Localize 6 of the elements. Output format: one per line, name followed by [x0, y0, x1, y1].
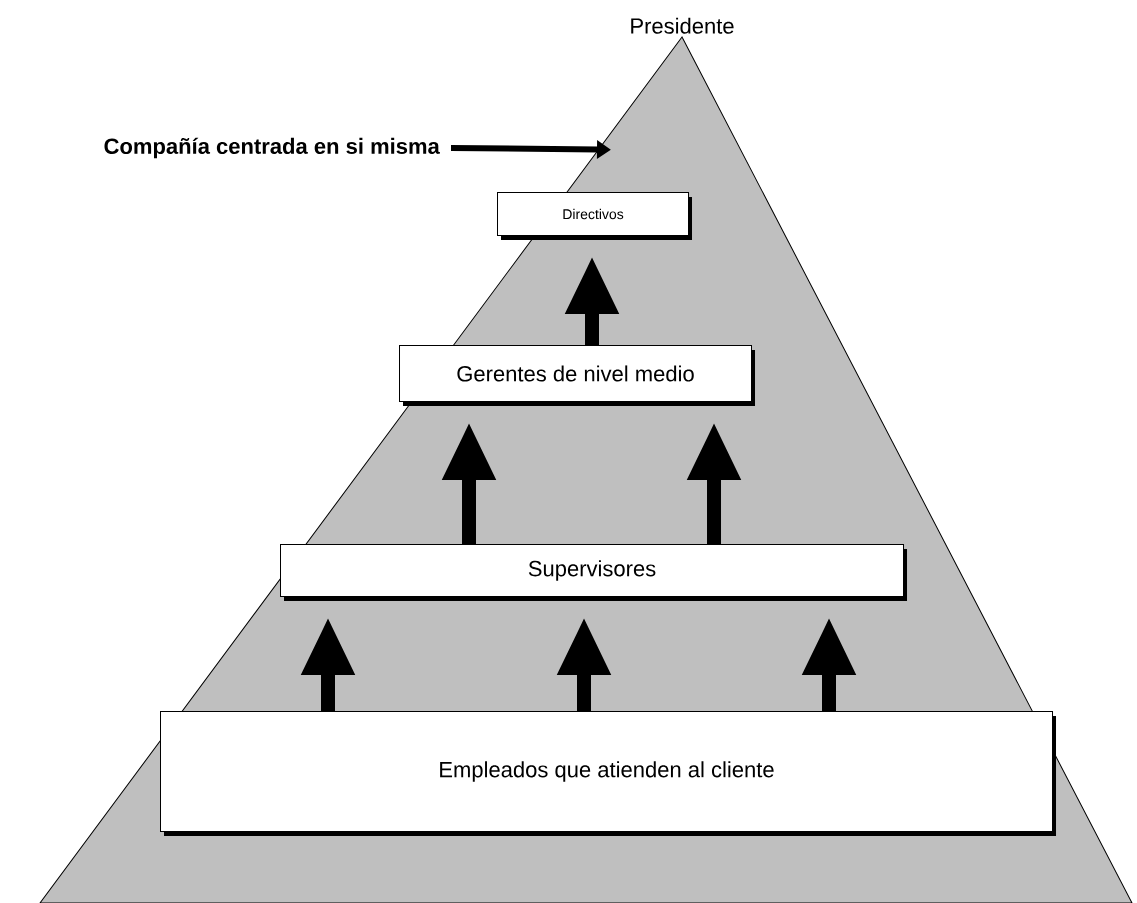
level-box: Empleados que atienden al cliente [160, 711, 1056, 836]
pyramid-label: Presidente [631, 17, 734, 34]
level-box: Directivos [497, 192, 692, 240]
level-box: Supervisores [280, 544, 907, 601]
side-label: Compañía centrada en si misma [104, 137, 440, 159]
level-box: Gerentes de nivel medio [399, 345, 755, 406]
